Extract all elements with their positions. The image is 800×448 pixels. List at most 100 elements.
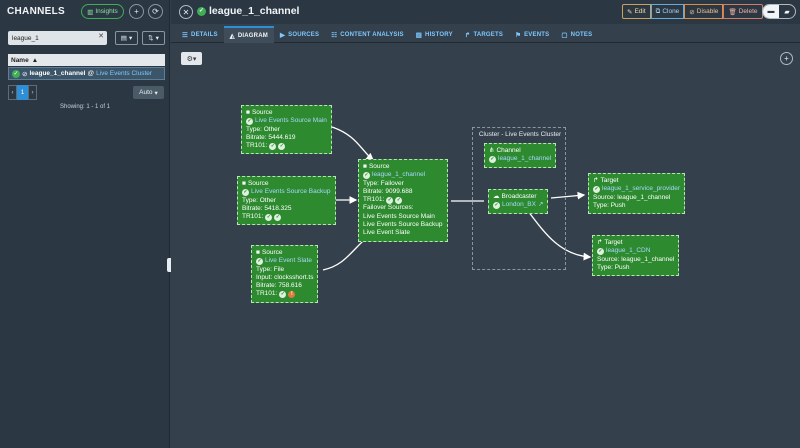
node-name-link[interactable]: London_BX xyxy=(502,201,536,209)
cluster-title: Cluster - Live Events Cluster xyxy=(478,131,562,138)
channel-row[interactable]: ✓ ⊘ league_1_channel @ Live Events Clust… xyxy=(8,67,165,80)
tab-diagram[interactable]: ◭DIAGRAM xyxy=(223,26,274,43)
zoom-in-button[interactable]: + xyxy=(780,52,793,65)
card-view-button[interactable]: ▬ xyxy=(763,5,779,18)
status-ok-icon: ✓ xyxy=(597,247,604,255)
edit-button[interactable]: ✎Edit xyxy=(622,4,651,19)
insights-button[interactable]: ▥ Insights xyxy=(81,4,124,19)
status-ok-icon: ✓ xyxy=(386,196,394,204)
node-source-failover[interactable]: ■Source ✓league_1_channel Type: Failover… xyxy=(358,159,448,242)
prev-page-button[interactable]: ‹ xyxy=(8,85,17,100)
node-name-link[interactable]: league_1_channel xyxy=(372,171,426,179)
edge-broadcaster-to-target-sp xyxy=(550,191,586,200)
node-kind: Source xyxy=(261,249,283,256)
tab-label: EVENTS xyxy=(524,31,550,38)
node-kind: Channel xyxy=(496,147,521,154)
node-source: Source: league_1_channel xyxy=(597,255,675,263)
status-ok-icon: ✓ xyxy=(265,213,273,221)
external-link-icon[interactable]: ↗ xyxy=(537,201,544,209)
channel-row-name: league_1_channel xyxy=(29,70,86,77)
tab-label: HISTORY xyxy=(425,31,453,38)
channels-sidebar: CHANNELS ▥ Insights + ⟳ league_1 ✕ ▤▾ ⇅▾… xyxy=(0,0,170,448)
status-ok-icon: ✓ xyxy=(493,201,500,209)
node-input: Input: clocksshort.ts xyxy=(256,273,314,281)
caret-down-icon: ▾ xyxy=(154,89,158,97)
node-name-link[interactable]: league_1_service_provider xyxy=(602,185,681,193)
node-name-link[interactable]: Live Event Slate xyxy=(265,257,312,265)
node-source: Source: league_1_channel xyxy=(593,193,671,201)
flag-icon: ⚑ xyxy=(515,31,522,39)
tab-label: CONTENT ANALYSIS xyxy=(340,31,404,38)
node-bitrate: Bitrate: 5444.619 xyxy=(246,133,296,141)
cluster-box: Cluster - Live Events Cluster xyxy=(472,127,566,270)
tab-notes[interactable]: ▢NOTES xyxy=(555,26,598,43)
tab-label: TARGETS xyxy=(473,31,504,38)
close-icon: ✕ xyxy=(182,7,190,17)
close-button[interactable]: ✕ xyxy=(179,5,193,19)
node-name-link[interactable]: Live Events Source Main xyxy=(255,117,327,125)
note-icon: ▢ xyxy=(561,31,568,39)
sidebar-title: CHANNELS xyxy=(7,6,65,17)
tab-details[interactable]: ☰DETAILS xyxy=(176,26,224,43)
video-icon: ■ xyxy=(363,163,367,170)
tab-sources[interactable]: ▶SOURCES xyxy=(274,26,325,43)
node-channel[interactable]: ⋔Channel ✓league_1_channel xyxy=(484,143,557,168)
status-ok-icon: ✓ xyxy=(12,69,20,78)
sort-select-button[interactable]: ⇅▾ xyxy=(142,31,165,45)
channel-row-at: @ xyxy=(87,70,95,77)
node-type: Type: Push xyxy=(593,201,626,209)
node-tr101: TR101: xyxy=(256,290,278,298)
name-column-header[interactable]: Name ▲ xyxy=(8,54,165,66)
refresh-button[interactable]: ⟳ xyxy=(148,4,163,19)
detail-tabs: ☰DETAILS ◭DIAGRAM ▶SOURCES ☷CONTENT ANAL… xyxy=(171,26,800,43)
node-target-cdn[interactable]: ↱Target ✓league_1_CDN Source: league_1_c… xyxy=(592,235,680,277)
page-1-button[interactable]: 1 xyxy=(17,85,28,100)
tab-history[interactable]: ▨HISTORY xyxy=(410,26,459,43)
tab-content-analysis[interactable]: ☷CONTENT ANALYSIS xyxy=(325,26,409,43)
search-input[interactable]: league_1 ✕ xyxy=(8,31,107,45)
diagram-icon: ◭ xyxy=(229,32,235,40)
status-warning-icon: ! xyxy=(288,291,296,299)
edit-icon: ✎ xyxy=(627,8,633,16)
clear-icon[interactable]: ✕ xyxy=(98,33,104,40)
pagination: ‹ 1 › xyxy=(8,85,37,100)
node-source-main[interactable]: ■Source ✓Live Events Source Main Type: O… xyxy=(241,105,332,155)
node-broadcaster[interactable]: ☁Broadcaster ✓London_BX↗ xyxy=(488,189,549,214)
disable-button[interactable]: ⊘Disable xyxy=(684,4,724,19)
folder-icon: ▰ xyxy=(784,8,790,16)
node-bitrate: Bitrate: 758.616 xyxy=(256,282,302,290)
node-name-link[interactable]: Live Events Source Backup xyxy=(251,188,331,196)
node-target-service-provider[interactable]: ↱Target ✓league_1_service_provider Sourc… xyxy=(588,173,686,215)
list-icon: ☰ xyxy=(182,31,189,39)
node-source-backup[interactable]: ■Source ✓Live Events Source Backup Type:… xyxy=(237,176,336,226)
copy-icon: ⧉ xyxy=(655,7,661,15)
node-name-link[interactable]: league_1_channel xyxy=(498,155,552,163)
plus-icon: + xyxy=(784,54,789,63)
auto-refresh-select[interactable]: Auto ▾ xyxy=(133,86,164,99)
node-type: Type: Other xyxy=(246,125,280,133)
clone-button[interactable]: ⧉Clone xyxy=(650,4,685,19)
video-icon: ■ xyxy=(242,180,246,187)
diagram-settings-button[interactable]: ⚙▾ xyxy=(181,52,202,65)
disable-label: Disable xyxy=(696,8,719,15)
tab-targets[interactable]: ↱TARGETS xyxy=(459,26,509,43)
chart-icon: ▨ xyxy=(415,31,423,39)
search-value: league_1 xyxy=(12,34,39,42)
next-page-button[interactable]: › xyxy=(28,85,37,100)
status-ok-icon: ✓ xyxy=(269,142,277,150)
tab-events[interactable]: ⚑EVENTS xyxy=(509,26,555,43)
add-channel-button[interactable]: + xyxy=(129,4,144,19)
showing-count: Showing: 1 - 1 of 1 xyxy=(59,104,111,110)
panel-resize-handle[interactable] xyxy=(167,258,173,272)
folder-view-button[interactable]: ▰ xyxy=(779,5,795,18)
sort-asc-icon: ▲ xyxy=(31,56,39,64)
node-kind: Target xyxy=(604,239,623,246)
view-select-button[interactable]: ▤▾ xyxy=(115,31,138,45)
node-kind: Source xyxy=(251,109,273,116)
node-bitrate: Bitrate: 9099.688 xyxy=(363,187,413,195)
node-source-slate[interactable]: ■Source ✓Live Event Slate Type: File Inp… xyxy=(251,245,319,303)
delete-button[interactable]: 🗑Delete xyxy=(723,4,763,19)
node-name-link[interactable]: league_1_CDN xyxy=(606,247,651,255)
ban-icon: ⊘ xyxy=(689,8,695,16)
edge-broadcaster-to-target-cdn xyxy=(527,210,592,261)
